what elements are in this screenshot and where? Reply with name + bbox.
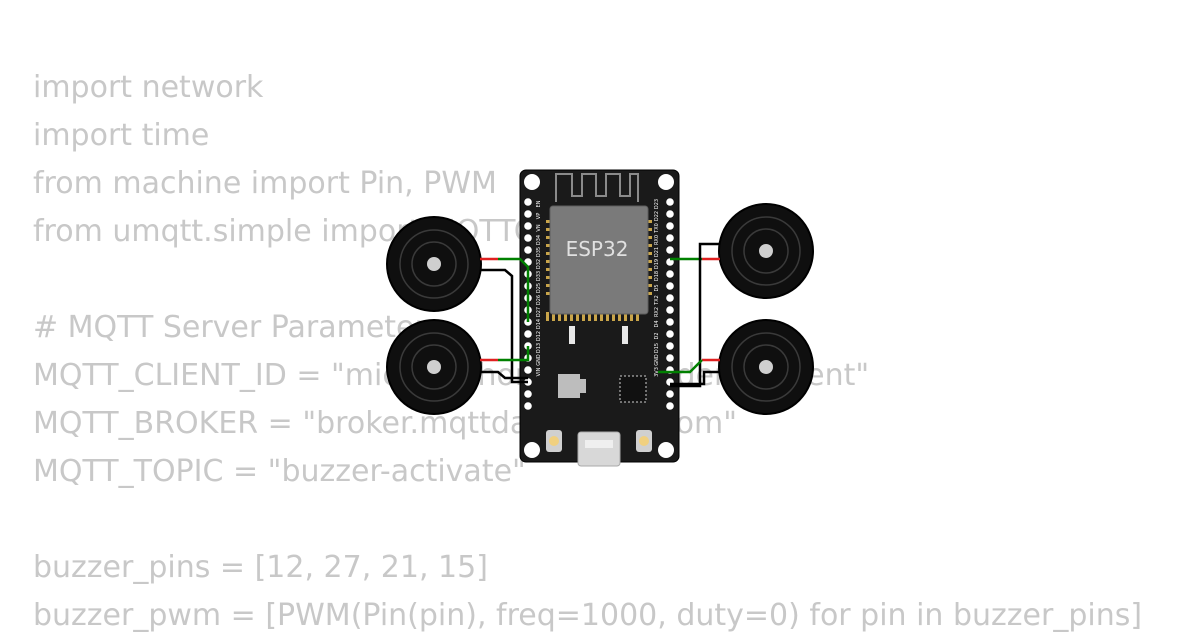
buzzer-3[interactable] (718, 203, 814, 299)
buzzer-4[interactable] (718, 319, 814, 415)
wire-buzzer1-signal (498, 257, 530, 322)
code-line: import network (33, 70, 264, 105)
wire-buzzer3-gnd (670, 242, 720, 388)
pin-label: D25 (536, 283, 542, 293)
wires (480, 242, 720, 388)
antenna-trace (555, 173, 639, 202)
pin-label: D32 (536, 259, 542, 269)
en-button[interactable] (636, 430, 652, 452)
pin-label: EN (536, 200, 542, 207)
pin-label: D2 (654, 332, 660, 339)
esp32-chip (549, 205, 649, 315)
wire-buzzer1-gnd (480, 268, 528, 384)
pin-label: D33 (536, 271, 542, 281)
boot-button[interactable] (546, 430, 562, 452)
pin-label: D13 (536, 343, 542, 353)
pin-label: D18 (654, 271, 660, 281)
pin-label: VN (536, 224, 542, 231)
pin-label: GND (536, 354, 542, 366)
wire-buzzer2-gnd (480, 370, 528, 380)
pin-label: D22 (654, 211, 660, 221)
code-line: MQTT_TOPIC = "buzzer-activate" (33, 454, 526, 489)
pin-label: D23 (654, 199, 660, 209)
pin-label: TX2 (654, 295, 660, 306)
pin-label: D21 (654, 247, 660, 257)
pin-label: 3V3 (654, 367, 660, 377)
code-line: import time (33, 118, 210, 153)
pin-label: D15 (654, 343, 660, 353)
usb-port[interactable] (577, 431, 621, 467)
wire-buzzer2-signal (498, 346, 530, 362)
pin-label: D14 (536, 319, 542, 329)
code-line: buzzer_pins = [12, 27, 21, 15] (33, 550, 488, 585)
pin-label: D27 (536, 307, 542, 317)
wire-buzzer4-gnd (670, 370, 720, 386)
usb-uart-chip (619, 375, 647, 403)
buzzer-2[interactable] (386, 319, 482, 415)
pin-label: D35 (536, 247, 542, 257)
pin-label: D4 (654, 320, 660, 327)
esp32-board[interactable]: ESP32 (519, 169, 680, 467)
pin-label: D34 (536, 235, 542, 245)
code-line: buzzer_pwm = [PWM(Pin(pin), freq=1000, d… (33, 598, 1143, 633)
pin-label: TX0 (654, 223, 660, 234)
pin-label: RX0 (654, 235, 660, 245)
code-line: from machine import Pin, PWM (33, 166, 497, 201)
pin-label: D19 (654, 259, 660, 269)
pin-label: RX2 (654, 307, 660, 317)
buzzer-1[interactable] (386, 216, 482, 312)
chip-label: ESP32 (566, 237, 629, 261)
pin-label: D26 (536, 295, 542, 305)
pin-label: D5 (654, 284, 660, 291)
pin-label: VP (536, 213, 542, 219)
left-pin-labels: EN VP VN D34D35D32D33D25D26D27D14D12D13GNDV… (536, 200, 542, 376)
pin-label: VIN (536, 367, 542, 376)
voltage-regulator (558, 374, 580, 398)
pin-label: D12 (536, 331, 542, 341)
right-pin-labels: D23D22TX0RX0D21D19D18D5TX2RX2D4D2D15GND3… (654, 199, 660, 377)
wire-buzzer4-signal (658, 359, 703, 374)
pin-label: GND (654, 354, 660, 366)
